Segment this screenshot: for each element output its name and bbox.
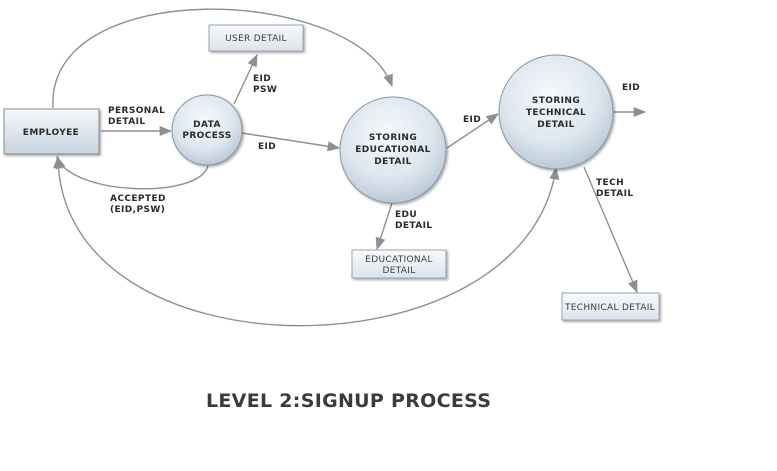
flow-label-edu-detail-1: EDU	[395, 210, 417, 220]
store-technical-detail-label: TECHNICAL DETAIL	[564, 303, 655, 313]
flow-tech-detail	[583, 166, 638, 294]
flow-label-tech-detail-1: TECH	[596, 178, 624, 188]
store-user-detail-label: USER DETAIL	[225, 34, 287, 44]
flow-eid-psw	[233, 53, 258, 105]
flow-eid-to-educational	[241, 132, 341, 152]
flow-label-accepted-1: ACCEPTED	[110, 194, 166, 204]
process-storing-technical-line-3: DETAIL	[537, 120, 575, 130]
flow-label-personal-detail-2: DETAIL	[108, 117, 146, 127]
flow-label-eid-out: EID	[622, 83, 640, 93]
process-storing-technical	[498, 54, 614, 170]
flow-accepted	[55, 155, 209, 190]
process-storing-technical-line-1: STORING	[532, 96, 580, 106]
process-storing-educational-line-1: STORING	[369, 133, 417, 143]
diagram-title: LEVEL 2:SIGNUP PROCESS	[206, 390, 491, 412]
entity-employee	[3, 108, 100, 155]
flow-label-accepted-2: (EID,PSW)	[110, 205, 165, 215]
flow-eid-to-technical	[446, 113, 500, 149]
flow-edu-detail	[375, 202, 393, 251]
process-data-process-line-1: DATA	[193, 120, 221, 130]
flow-label-eid-to-educational: EID	[258, 142, 276, 152]
process-storing-technical-line-2: TECHNICAL	[526, 108, 586, 118]
flow-employee-technical-arc	[53, 155, 560, 327]
flow-label-tech-detail-2: DETAIL	[596, 189, 634, 199]
store-user-detail	[208, 24, 304, 52]
process-data-process	[171, 94, 243, 166]
process-storing-educational-line-2: EDUCATIONAL	[355, 145, 431, 155]
store-technical-detail	[561, 292, 660, 321]
store-educational-detail	[351, 249, 447, 279]
process-data-process-line-2: PROCESS	[182, 131, 231, 141]
flow-label-eid-to-technical: EID	[463, 115, 481, 125]
flow-label-personal-detail-1: PERSONAL	[108, 106, 165, 116]
flow-employee-to-storing-educational	[52, 8, 393, 109]
flow-label-eid-psw-1: EID	[253, 74, 271, 84]
flow-label-edu-detail-2: DETAIL	[395, 221, 433, 231]
process-storing-educational-line-3: DETAIL	[374, 157, 412, 167]
entity-employee-label: EMPLOYEE	[23, 128, 79, 138]
store-educational-detail-line-2: DETAIL	[382, 266, 415, 276]
process-storing-educational	[339, 96, 447, 204]
flow-label-eid-psw-2: PSW	[253, 85, 277, 95]
store-educational-detail-line-1: EDUCATIONAL	[365, 255, 432, 265]
